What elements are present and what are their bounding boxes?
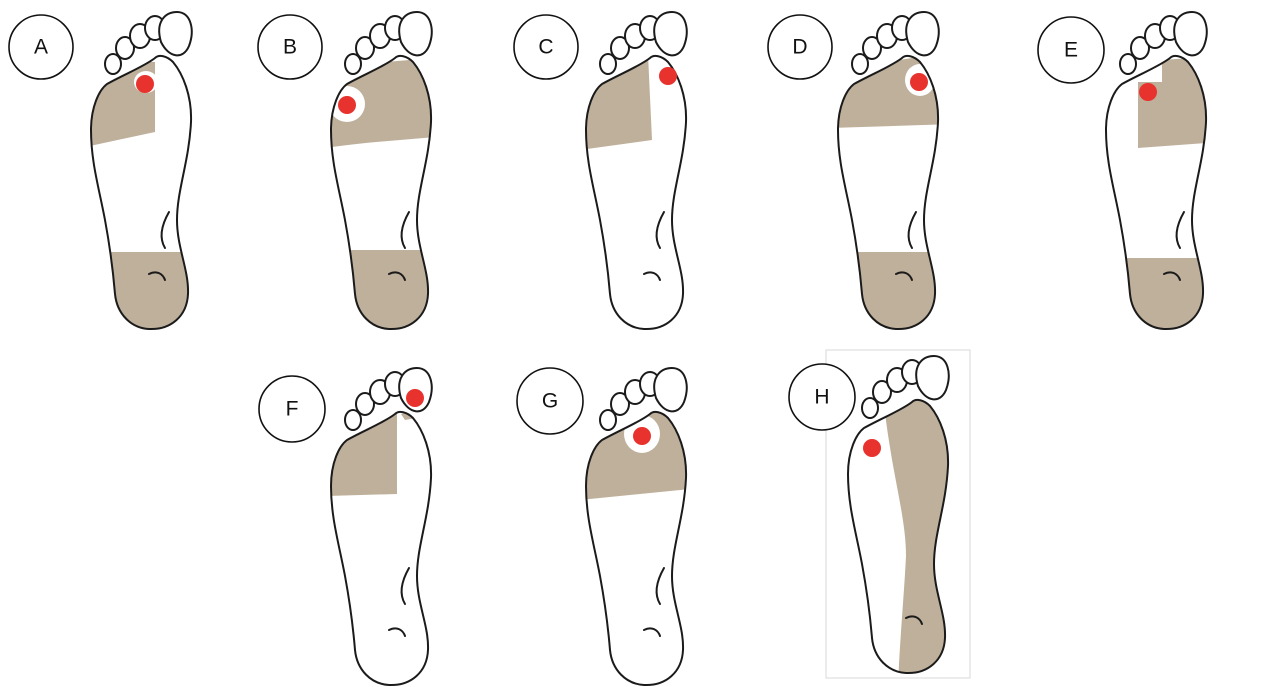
svg-text:C: C [538, 36, 553, 59]
ulcer-marker [136, 75, 154, 93]
offloading-pad [884, 392, 962, 686]
panel-label-d: D [768, 15, 832, 79]
panel-d [832, 12, 952, 342]
panel-label-c: C [514, 15, 578, 79]
ulcer-marker [633, 427, 651, 445]
panel-label-a: A [9, 15, 73, 79]
panel-c [580, 12, 687, 329]
ulcer-marker [338, 96, 356, 114]
ulcer-marker [863, 439, 881, 457]
panel-label-b: B [258, 15, 322, 79]
ulcer-marker [406, 389, 424, 407]
svg-text:H: H [814, 386, 829, 409]
svg-text:A: A [34, 36, 48, 59]
svg-text:D: D [792, 36, 807, 59]
panel-label-f: F [259, 376, 325, 442]
panel-f [325, 368, 432, 685]
ulcer-marker [1139, 83, 1157, 101]
svg-text:B: B [283, 36, 297, 59]
panel-g [580, 368, 700, 685]
ulcer-marker [659, 67, 677, 85]
panel-b [325, 12, 445, 342]
ulcer-marker [910, 73, 928, 91]
panel-e [1100, 12, 1220, 342]
panel-h [848, 356, 962, 686]
panel-label-g: G [517, 368, 583, 434]
svg-text:E: E [1064, 39, 1078, 62]
svg-text:F: F [286, 398, 299, 421]
svg-text:G: G [542, 390, 558, 413]
panel-a [85, 12, 205, 342]
panel-label-e: E [1038, 17, 1104, 83]
panel-label-h: H [789, 364, 855, 430]
